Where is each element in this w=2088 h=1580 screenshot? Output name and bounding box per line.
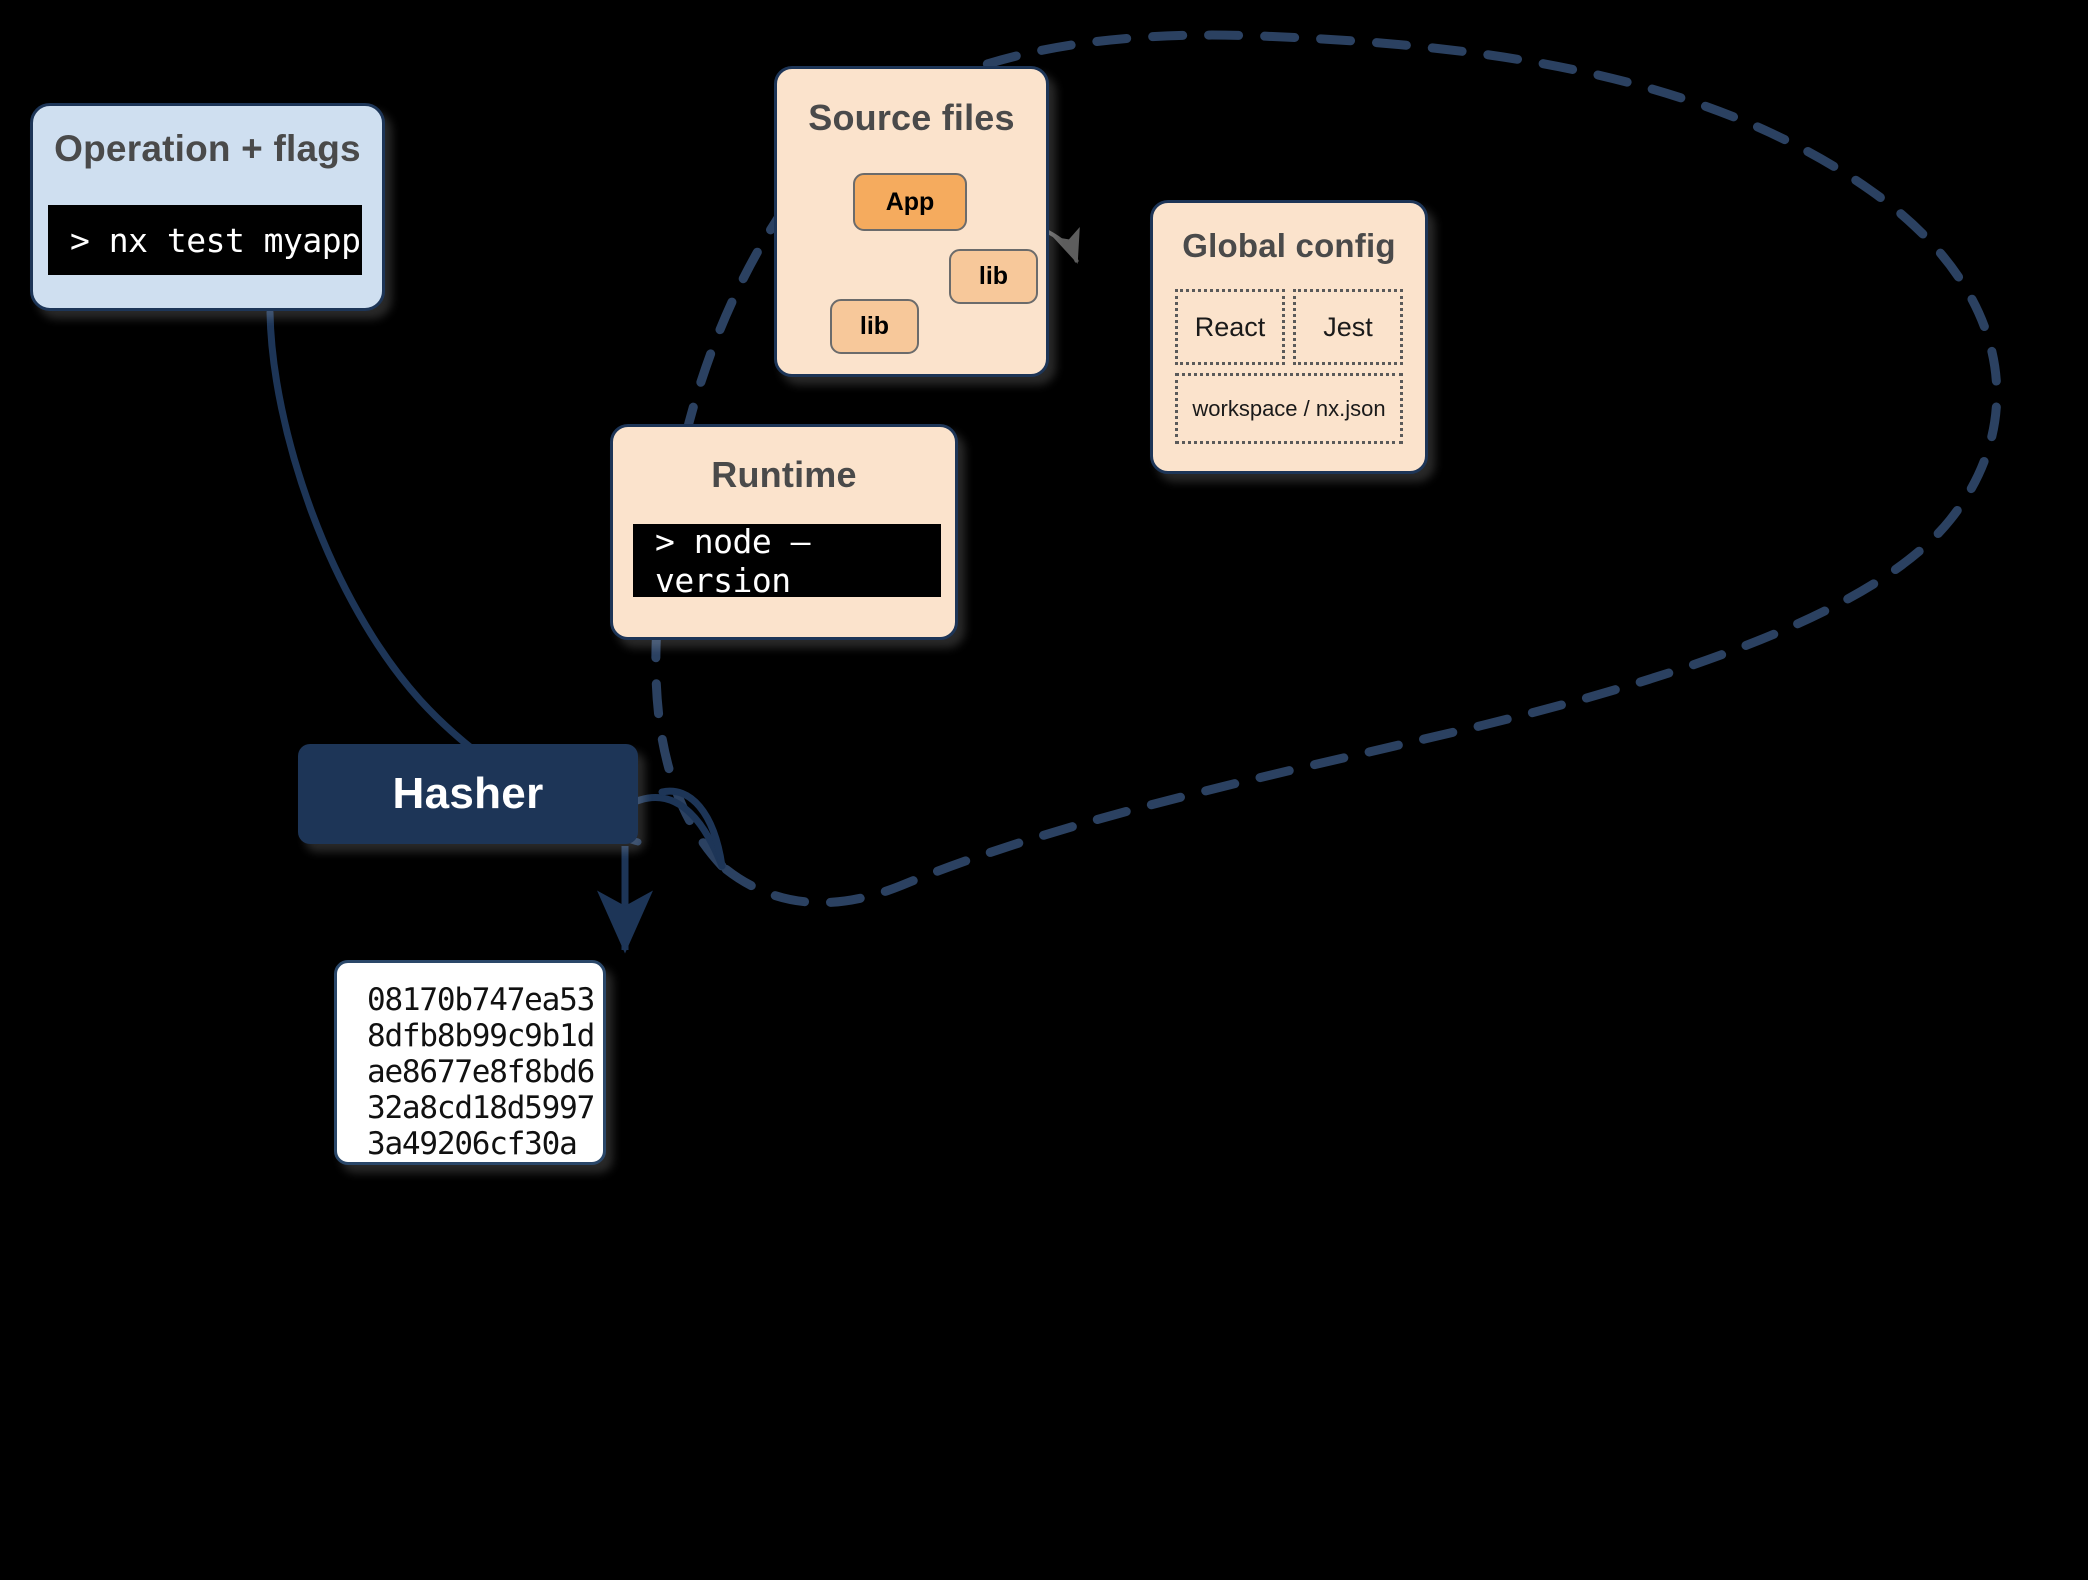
hash-line: 08170b747ea53 xyxy=(367,982,595,1018)
runtime-card[interactable]: Runtime > node –version xyxy=(610,424,958,640)
hash-output-lines: 08170b747ea53 8dfb8b99c9b1d ae8677e8f8bd… xyxy=(337,982,603,1163)
source-node-app[interactable]: App xyxy=(853,173,967,231)
source-files-title: Source files xyxy=(808,97,1015,138)
source-node-lib-left[interactable]: lib xyxy=(830,299,919,354)
hash-line: 3a49206cf30a xyxy=(367,1125,578,1162)
config-row-frameworks: React Jest xyxy=(1175,289,1403,365)
hash-line: ae8677e8f8bd6 xyxy=(367,1053,595,1090)
runtime-command-text: > node –version xyxy=(655,521,810,600)
hash-line: 8dfb8b99c9b1d xyxy=(367,1017,595,1054)
source-files-card[interactable]: Source files App lib lib xyxy=(774,66,1049,377)
runtime-title: Runtime xyxy=(711,454,857,495)
config-cell-workspace-nxjson[interactable]: workspace / nx.json xyxy=(1175,373,1403,444)
hasher-node[interactable]: Hasher xyxy=(298,744,638,844)
hash-output-card: 08170b747ea53 8dfb8b99c9b1d ae8677e8f8bd… xyxy=(334,960,606,1165)
global-config-title: Global config xyxy=(1182,227,1396,264)
edge-inputs-to-hasher-tail xyxy=(658,787,726,870)
operation-flags-card[interactable]: Operation + flags > nx test myapp xyxy=(30,103,385,311)
config-cell-react[interactable]: React xyxy=(1175,289,1285,365)
operation-command-text: > nx test myapp xyxy=(70,220,361,260)
operation-command-terminal: > nx test myapp xyxy=(48,205,362,275)
hasher-label: Hasher xyxy=(392,769,544,818)
hash-line: 32a8cd18d5997 xyxy=(367,1089,595,1126)
config-row-workspace: workspace / nx.json xyxy=(1175,373,1403,444)
runtime-command-terminal: > node –version xyxy=(633,521,941,600)
global-config-grid: React Jest workspace / nx.json xyxy=(1175,289,1403,444)
operation-flags-title: Operation + flags xyxy=(54,128,361,169)
source-node-lib-right[interactable]: lib xyxy=(949,249,1038,304)
global-config-card[interactable]: Global config React Jest workspace / nx.… xyxy=(1150,200,1428,474)
config-cell-jest[interactable]: Jest xyxy=(1293,289,1403,365)
